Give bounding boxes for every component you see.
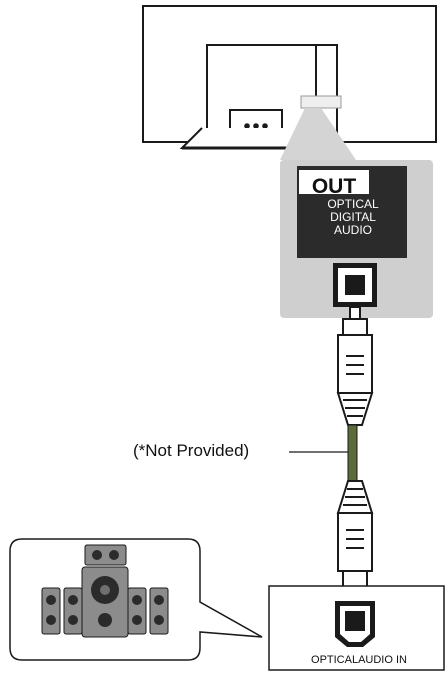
port-name-line: OPTICAL xyxy=(327,197,379,211)
optical-out-port-icon xyxy=(333,263,377,307)
optical-digital-audio-label: OPTICAL DIGITAL AUDIO xyxy=(300,198,406,237)
optical-cable-icon xyxy=(336,306,374,604)
optical-out-panel xyxy=(280,160,433,318)
tv-icon xyxy=(142,5,437,150)
optical-in-port-icon xyxy=(335,601,375,647)
port-callout-connector xyxy=(280,108,356,160)
port-name-line: AUDIO xyxy=(333,223,372,237)
port-name-line: DIGITAL xyxy=(330,210,376,224)
optical-out-label: OUT xyxy=(311,175,357,198)
cable-not-provided-note: (*Not Provided) xyxy=(133,441,250,460)
speaker-system-icon xyxy=(41,544,169,638)
optical-audio-in-label: OPTICALAUDIO IN xyxy=(311,654,407,666)
